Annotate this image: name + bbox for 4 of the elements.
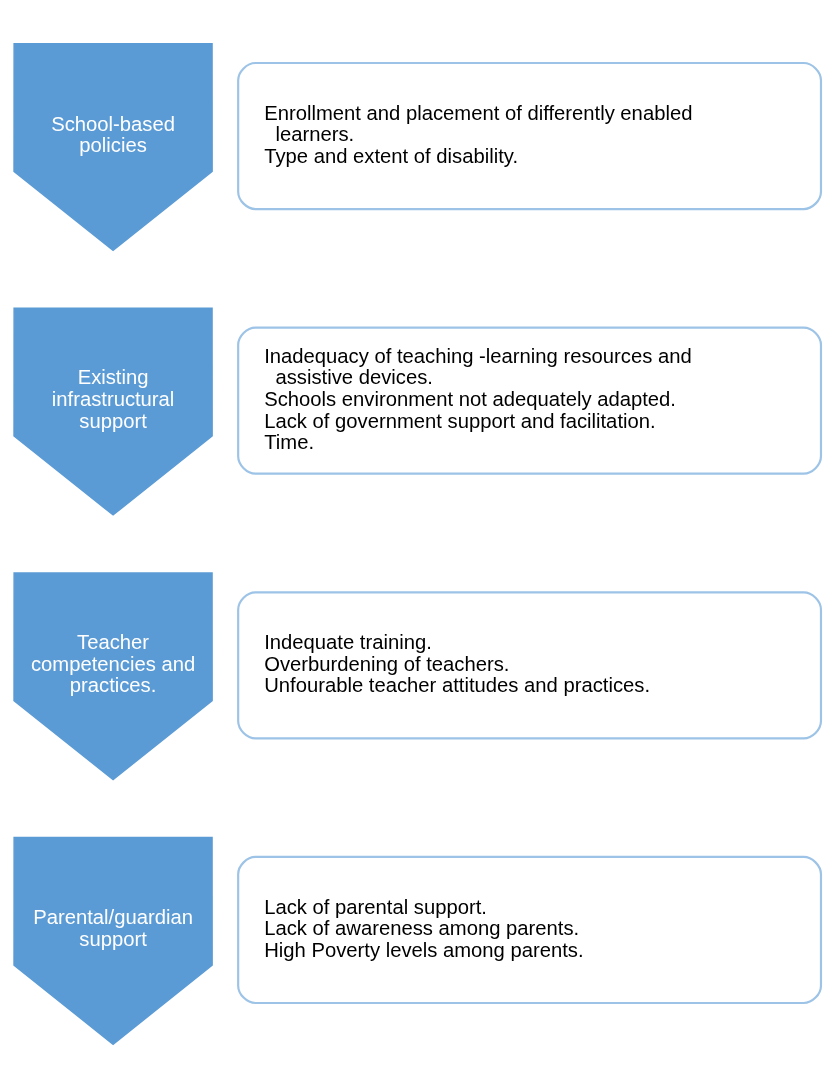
node-box: Enrollment and placement of differently enabled learners. Type and extent of disability. [237, 61, 823, 210]
node-box: Indequate training. Overburdening of teachers. Unfourable teacher attitudes and practices. [237, 590, 823, 739]
node-box: Inadequacy of teaching -learning resources and assistive devices. Schools environment not adequately adapted. Lack of government support and facilitation. Time. [237, 326, 823, 475]
node-box: Lack of parental support. Lack of awareness among parents. High Poverty levels among parents. [237, 855, 823, 1004]
